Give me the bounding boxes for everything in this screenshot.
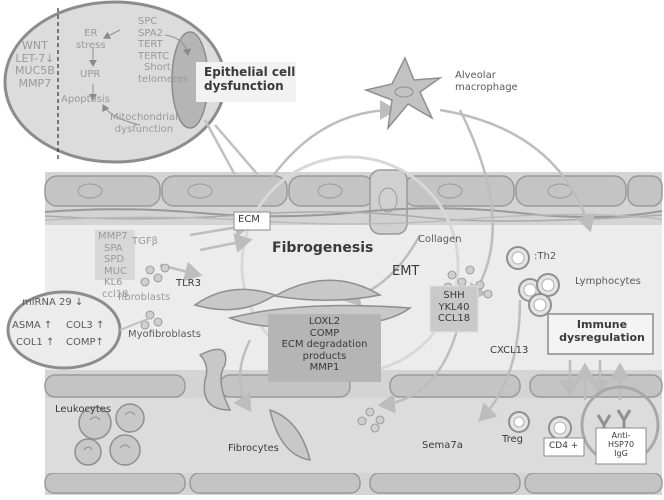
loxl2-box: LOXL2 COMP ECM degradation products MMP1 <box>268 316 381 374</box>
sema7a-label: Sema7a <box>422 440 463 451</box>
ykl40: YKL40 <box>438 301 470 313</box>
tgf-beta-label: TGFβ <box>132 236 158 247</box>
immune-box-bg <box>547 313 654 355</box>
epithelial-layer <box>44 169 663 235</box>
mmp7: MMP7 <box>98 231 128 242</box>
fibrogenesis-title: Fibrogenesis <box>272 240 374 256</box>
ecm-label: ECM <box>238 214 260 225</box>
anti-hsp70-label: Anti- HSP70 IgG <box>607 431 635 459</box>
comp: COMP <box>309 327 340 339</box>
macrophage-shape <box>363 56 443 131</box>
ccl18: ccl18 <box>102 288 129 300</box>
inset-apoptosis: Apoptosis <box>61 94 110 105</box>
tlr3-label: TLR3 <box>176 278 201 289</box>
epithelial-title-bg <box>196 62 296 102</box>
emt-label: EMT <box>392 264 420 279</box>
kl6: KL6 <box>104 277 123 288</box>
collagen-label: Collagen <box>418 234 462 245</box>
col1-label: COL1 ↑ <box>16 337 55 348</box>
inset-let7: LET-7↓ <box>15 51 55 65</box>
muc: MUC <box>104 265 127 277</box>
col3-label: COL3 ↑ <box>66 320 105 331</box>
cxcl13-label: CXCL13 <box>490 345 529 356</box>
inset-gene-list: SPC SPA2 TERT TERTC Short telomeres <box>138 16 188 85</box>
inset-telomeres: telomeres <box>138 73 189 85</box>
inset-mito: Mitochondrial dysfunction <box>110 112 178 135</box>
ecm-degradation: ECM degradation <box>281 339 368 350</box>
inset-tertc: TERTC <box>138 50 170 62</box>
mmp1: MMP1 <box>309 362 340 373</box>
shh: SHH <box>443 290 465 301</box>
inset-upr: UPR <box>80 69 101 80</box>
cd4-box-bg <box>543 437 585 457</box>
fibroblasts-label: fibroblasts <box>118 292 171 303</box>
spa: SPA <box>104 242 123 254</box>
inset-spa2: SPA2 <box>138 27 163 39</box>
mmp-list: MMP7 SPA SPD MUC KL6 ccl18 <box>98 231 129 300</box>
inset-left-list: WNT LET-7↓ MUC5B MMP7 <box>15 39 55 91</box>
epithelial-title: Epithelial cell dysfunction <box>204 65 296 93</box>
products: products <box>302 350 347 362</box>
inset-er-stress: ER stress <box>76 28 106 51</box>
inset-short: Short <box>144 62 171 73</box>
hsp70-box-bg <box>595 427 647 465</box>
myofibroblasts-label: Myofibroblasts <box>128 329 201 340</box>
shh-box-bg <box>429 285 479 333</box>
cd4-label: CD4 + <box>549 441 579 451</box>
comp-label: COMP↑ <box>66 337 104 348</box>
inset-wnt: WNT <box>21 39 48 52</box>
inset-muc5b: MUC5B <box>15 64 55 78</box>
asma-label: ASMA ↑ <box>12 320 53 331</box>
shh-box: SHH YKL40 CCL18 <box>430 290 478 325</box>
loxl2-box-bg <box>268 314 381 382</box>
inset-mmp7: MMP7 <box>18 76 52 90</box>
loxl2: LOXL2 <box>308 316 341 327</box>
ccl18-box: CCL18 <box>437 313 471 324</box>
ecm-box-bg <box>233 211 271 231</box>
mirna-label: miRNA 29 ↓ <box>22 297 84 308</box>
lymphocytes-label: Lymphocytes <box>575 276 641 287</box>
fibrocytes-label: Fibrocytes <box>228 443 279 454</box>
spd: SPD <box>104 254 125 265</box>
th2-label: :Th2 <box>534 251 557 262</box>
immune-title: Immune dysregulation <box>559 318 645 344</box>
mmp-list-bg <box>95 230 135 280</box>
leukocytes-label: Leukocytes <box>55 404 112 415</box>
inset-tert: TERT <box>138 39 163 50</box>
alveolar-macrophage-label: Alveolar macrophage <box>455 70 518 93</box>
inset-spc: SPC <box>138 16 158 27</box>
treg-label: Treg <box>502 434 524 445</box>
